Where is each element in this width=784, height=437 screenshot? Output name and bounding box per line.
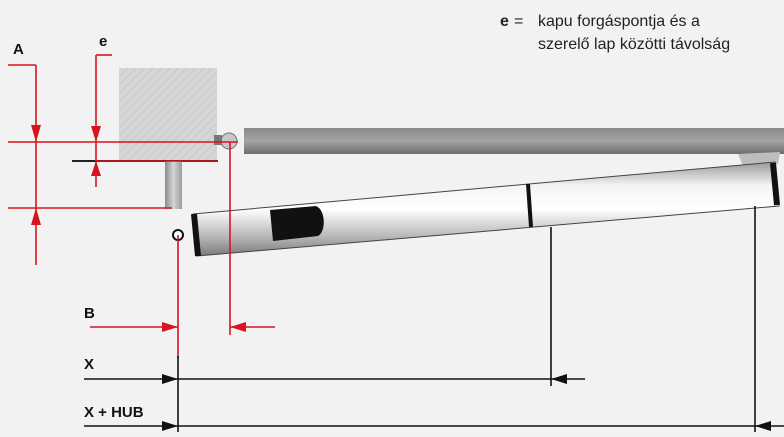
label-X-HUB: X + HUB bbox=[84, 404, 144, 421]
motor-end-cap-front bbox=[191, 213, 201, 257]
label-X: X bbox=[84, 356, 94, 373]
legend-line1: kapu forgáspontja és a bbox=[538, 13, 700, 30]
motor-housing bbox=[270, 206, 324, 241]
stroke-dimension-lines bbox=[84, 206, 784, 432]
label-A: A bbox=[13, 41, 24, 58]
legend: e = kapu forgáspontja és a szerelő lap k… bbox=[500, 13, 730, 53]
motor-joint-ring bbox=[526, 183, 533, 228]
gate-hinge-icon bbox=[220, 132, 238, 150]
label-B: B bbox=[84, 305, 95, 322]
gate-motor-actuator bbox=[172, 161, 780, 257]
legend-equals: = bbox=[514, 13, 523, 30]
legend-key: e bbox=[500, 13, 509, 30]
label-e: e bbox=[99, 33, 107, 50]
hinge-bracket bbox=[214, 135, 222, 145]
motor-end-cap-rear bbox=[770, 162, 780, 206]
wall-pillar bbox=[119, 68, 217, 160]
legend-line2: szerelő lap közötti távolság bbox=[538, 36, 730, 53]
dimension-lines bbox=[8, 54, 275, 358]
mounting-plate bbox=[165, 161, 182, 209]
gate-leaf bbox=[244, 128, 784, 154]
